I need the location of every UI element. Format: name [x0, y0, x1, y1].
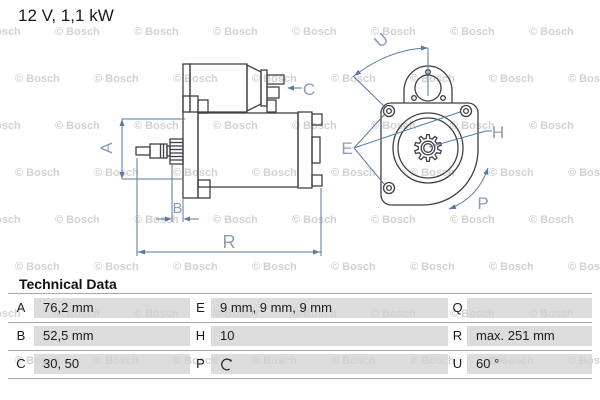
- value-cell-bg: [34, 354, 190, 374]
- dimension-C: [287, 85, 302, 91]
- cell-E-label: E: [196, 300, 205, 315]
- dimension-U: [352, 45, 429, 107]
- cell-R-value: max. 251 mm: [476, 328, 555, 343]
- motor-body: [197, 112, 299, 188]
- rotation-clockwise-icon: [221, 358, 233, 371]
- cell-A-value: 76,2 mm: [43, 300, 94, 315]
- dimension-P: [448, 167, 489, 210]
- cell-P-value: [211, 354, 448, 374]
- front-view: [380, 65, 479, 206]
- cell-P-label: P: [196, 356, 205, 371]
- dimension-B: [156, 165, 199, 222]
- product-spec-title: 12 V, 1,1 kW: [18, 6, 114, 25]
- cell-Q-label: Q: [452, 300, 463, 315]
- flange-step-top: [197, 99, 209, 114]
- label-U: U: [371, 29, 393, 51]
- table-separator: [8, 322, 592, 323]
- value-cell-bg: [467, 326, 592, 346]
- value-cell-bg: [467, 354, 592, 374]
- cell-B-label: B: [16, 328, 26, 343]
- solenoid-terminal: [266, 86, 280, 99]
- cell-H-label: H: [195, 328, 206, 343]
- solenoid-terminal: [266, 74, 285, 85]
- value-cell-bg: [34, 326, 190, 346]
- value-cell-bg: [211, 326, 448, 346]
- flange-face: [380, 102, 479, 206]
- value-cell-bg: [467, 298, 592, 318]
- end-cap: [297, 111, 313, 189]
- table-separator: [8, 293, 592, 294]
- label-P: P: [477, 194, 488, 213]
- label-R: R: [223, 232, 236, 252]
- label-H: H: [492, 123, 504, 142]
- cell-U-label: U: [452, 356, 463, 371]
- dimension-E: [353, 111, 461, 185]
- bearing-boss: [392, 112, 464, 184]
- solenoid-taper: [246, 63, 262, 113]
- cell-E-value: 9 mm, 9 mm, 9 mm: [220, 300, 332, 315]
- value-cell-bg: [211, 354, 448, 374]
- cell-H-value: 10: [220, 328, 235, 343]
- label-A: A: [97, 142, 116, 154]
- cell-U-value: 60 °: [476, 356, 500, 371]
- value-cell-bg: [211, 298, 448, 318]
- dimension-R: [136, 158, 322, 256]
- solenoid-terminal: [266, 99, 277, 113]
- cell-R-label: R: [452, 328, 463, 343]
- flange-step-bottom: [197, 179, 211, 199]
- cell-Q-value: [467, 298, 592, 318]
- label-B: B: [172, 200, 182, 217]
- table-separator: [8, 350, 592, 351]
- end-boss: [311, 136, 321, 164]
- pinion-gear: [414, 133, 442, 163]
- shaft: [149, 143, 168, 159]
- cell-A-label: A: [16, 300, 26, 315]
- label-E: E: [341, 139, 352, 158]
- dimension-H: [428, 130, 492, 148]
- shaft-tip: [135, 146, 151, 156]
- dimensions: [119, 45, 492, 256]
- end-stub: [311, 174, 323, 187]
- value-cell-bg: [34, 298, 190, 318]
- end-stub: [311, 113, 323, 126]
- cell-C-value: 30, 50: [43, 356, 80, 371]
- cell-C-label: C: [16, 356, 26, 371]
- cell-B-value: 52,5 mm: [43, 328, 94, 343]
- pinion-side: [169, 138, 184, 165]
- mounting-holes: [382, 104, 473, 195]
- solenoid-bracket: [182, 63, 191, 113]
- table-heading: Technical Data: [19, 276, 117, 292]
- solenoid-endplate: [260, 69, 268, 107]
- label-C: C: [303, 80, 315, 99]
- table-separator: [8, 378, 592, 379]
- side-view: [135, 63, 323, 199]
